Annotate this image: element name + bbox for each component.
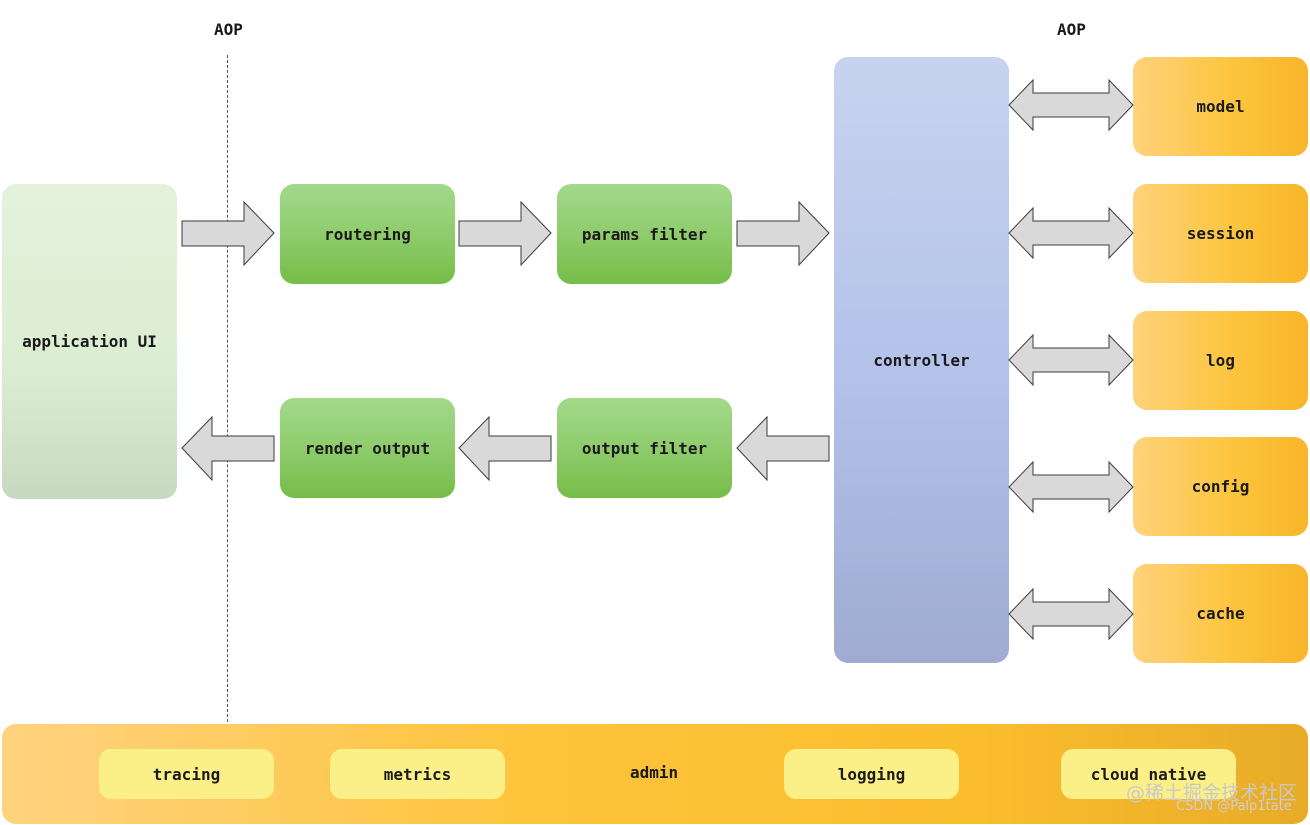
arrow-app-to-routering <box>181 200 275 267</box>
service-label-session: session <box>1186 224 1255 243</box>
service-box-config: config <box>1133 437 1308 536</box>
double-arrow-cache <box>1008 587 1134 641</box>
watermark-line2: CSDN @Palp1tate <box>1176 799 1292 814</box>
arrow-params-to-controller <box>736 200 830 267</box>
aop-label-right: AOP <box>1057 20 1086 39</box>
service-label-log: log <box>1206 351 1235 370</box>
aop-dashed-line <box>227 55 228 722</box>
routering-label: routering <box>324 224 411 244</box>
double-arrow-config <box>1008 460 1134 514</box>
output-filter-label: output filter <box>581 438 708 458</box>
controller-box: controller <box>834 57 1009 663</box>
arrow-controller-to-output <box>736 415 830 482</box>
render-output-label: render output <box>304 438 431 458</box>
service-box-model: model <box>1133 57 1308 156</box>
pill-logging-label: logging <box>837 764 906 784</box>
render-output-box: render output <box>280 398 455 498</box>
pill-cloud-native-label: cloud native <box>1090 764 1207 784</box>
double-arrow-session <box>1008 206 1134 260</box>
double-arrow-model <box>1008 78 1134 132</box>
output-filter-box: output filter <box>557 398 732 498</box>
admin-label: admin <box>630 763 679 782</box>
controller-label: controller <box>873 350 970 370</box>
arrow-render-to-app <box>181 415 275 482</box>
pill-logging: logging <box>784 749 959 799</box>
params-filter-box: params filter <box>557 184 732 284</box>
service-label-config: config <box>1191 477 1250 496</box>
service-label-cache: cache <box>1196 604 1245 623</box>
service-label-model: model <box>1196 97 1245 116</box>
pill-tracing: tracing <box>99 749 274 799</box>
pill-metrics: metrics <box>330 749 505 799</box>
pill-tracing-label: tracing <box>152 764 221 784</box>
service-box-session: session <box>1133 184 1308 283</box>
service-box-cache: cache <box>1133 564 1308 663</box>
watermark-line1: @稀土掘金技术社区 <box>1126 782 1298 804</box>
pill-cloud-native: cloud native <box>1061 749 1236 799</box>
arrow-output-to-render <box>458 415 552 482</box>
application-ui-label: application UI <box>22 332 157 351</box>
arrow-routering-to-params <box>458 200 552 267</box>
application-ui-box: application UI <box>2 184 177 499</box>
routering-box: routering <box>280 184 455 284</box>
aop-label-left: AOP <box>214 20 243 39</box>
pill-metrics-label: metrics <box>383 764 452 784</box>
service-box-log: log <box>1133 311 1308 410</box>
double-arrow-log <box>1008 333 1134 387</box>
params-filter-label: params filter <box>581 224 708 244</box>
